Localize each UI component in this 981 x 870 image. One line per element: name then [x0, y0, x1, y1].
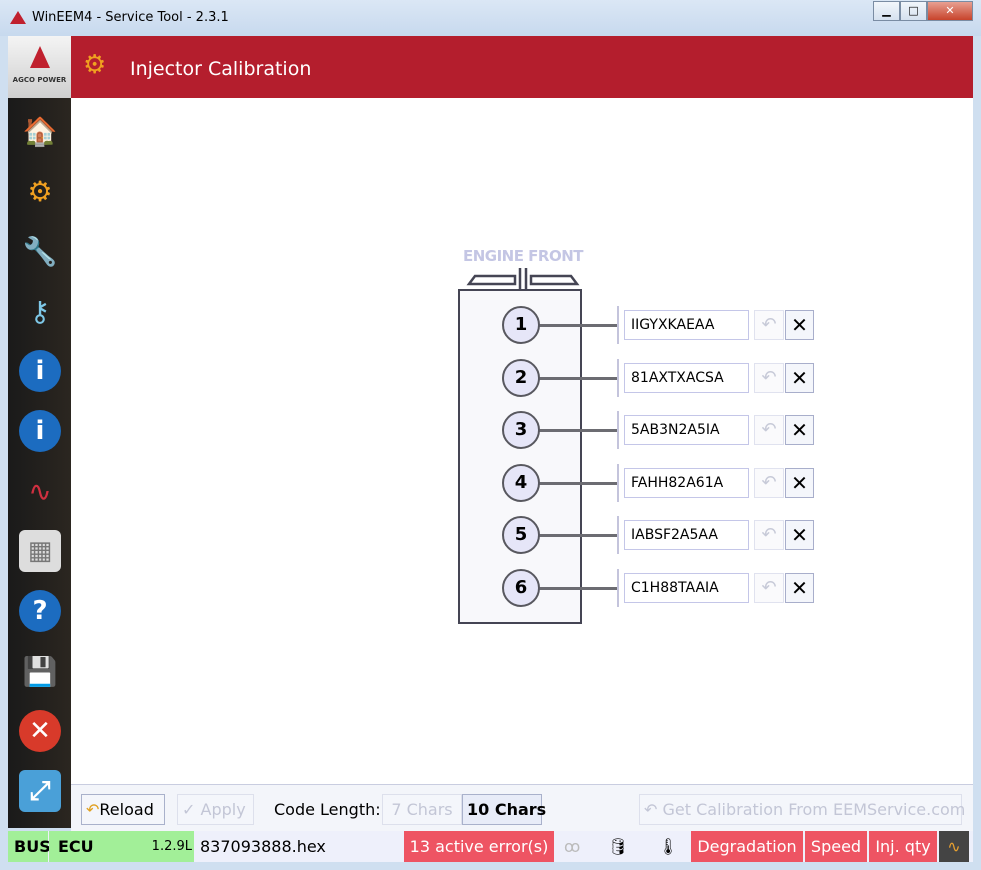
cylinder-5: 5: [502, 516, 540, 554]
degradation-indicator: Degradation: [691, 831, 803, 862]
close-button[interactable]: ✕: [927, 1, 973, 21]
tools-icon-button[interactable]: 🔧: [22, 234, 58, 268]
undo-icon[interactable]: ↶: [754, 415, 784, 445]
injector-code-input-1[interactable]: IIGYXKAEAA: [624, 310, 749, 340]
save-icon-button[interactable]: 💾: [22, 654, 58, 688]
undo-icon[interactable]: ↶: [754, 310, 784, 340]
undo-icon[interactable]: ↶: [754, 362, 784, 393]
speed-indicator: Speed: [805, 831, 867, 862]
status-bar: BUS ECU 1.2.9L 837093888.hex 13 active e…: [8, 831, 973, 862]
injector-wire: [538, 376, 618, 380]
divider: [617, 463, 619, 502]
clear-icon[interactable]: ✕: [785, 467, 814, 498]
divider: [617, 411, 619, 449]
page-title: Injector Calibration: [130, 58, 312, 80]
check-icon: ✓: [182, 800, 196, 819]
10-chars-button[interactable]: 10 Chars: [462, 794, 546, 825]
cylinder-2: 2: [502, 358, 540, 397]
divider: [617, 568, 619, 607]
memory-icon-button[interactable]: ▦: [19, 530, 61, 572]
injector-code-input-5[interactable]: IABSF2A5AA: [624, 520, 749, 550]
signal-wave-icon-button[interactable]: ∿: [28, 474, 52, 508]
reload-button[interactable]: ↶Reload: [81, 794, 165, 825]
injector-code-input-6[interactable]: C1H88TAAIA: [624, 572, 749, 603]
injector-wire: [538, 324, 618, 327]
undo-icon: ↶: [644, 800, 658, 819]
get-calibration-button[interactable]: ↶ Get Calibration From EEMService.com: [639, 794, 965, 825]
info-icon-button[interactable]: i: [19, 350, 61, 392]
undo-icon[interactable]: ↶: [754, 572, 784, 603]
maximize-button[interactable]: □: [900, 1, 927, 21]
engine-front-label: ENGINE FRONT: [462, 247, 584, 265]
undo-icon: ↶: [86, 800, 100, 819]
key-icon-button[interactable]: ⚷: [29, 294, 51, 328]
exit-icon-button[interactable]: ✕: [19, 710, 61, 752]
oscilloscope-icon[interactable]: ∿: [939, 831, 969, 862]
coolant-temp-icon: 🌡: [658, 837, 679, 856]
glow-plug-icon: ꝏ: [564, 837, 581, 856]
clear-icon[interactable]: ✕: [785, 310, 814, 340]
ecu-version: 1.2.9L: [151, 839, 192, 854]
clear-icon[interactable]: ✕: [785, 362, 814, 393]
bottom-toolbar: ↶Reload ✓ Apply Code Length: 7 Chars 10 …: [71, 784, 973, 831]
injector-code-input-4[interactable]: FAHH82A61A: [624, 467, 749, 498]
code-length-label: Code Length:: [274, 800, 381, 819]
cylinder-1: 1: [502, 306, 540, 344]
injector-code-input-3[interactable]: 5AB3N2A5IA: [624, 415, 749, 445]
clear-icon[interactable]: ✕: [785, 572, 814, 603]
home-icon-button[interactable]: 🏠: [22, 114, 58, 148]
clear-icon[interactable]: ✕: [785, 415, 814, 445]
fullscreen-icon-button[interactable]: ⤢: [19, 770, 61, 812]
cylinder-6: 6: [502, 568, 540, 607]
apply-button[interactable]: ✓ Apply: [177, 794, 254, 825]
divider: [617, 358, 619, 397]
clear-icon[interactable]: ✕: [785, 520, 814, 550]
undo-icon[interactable]: ↶: [754, 467, 784, 498]
injector-wire: [538, 429, 618, 432]
injector-wire: [538, 481, 618, 485]
undo-icon[interactable]: ↶: [754, 520, 784, 550]
bus-indicator: BUS: [8, 831, 51, 862]
injector-wire: [538, 534, 618, 537]
agco-power-logo: AGCO POWER: [8, 36, 71, 98]
divider: [617, 306, 619, 344]
cylinder-4: 4: [502, 463, 540, 502]
hex-file: 837093888.hex: [200, 837, 326, 856]
active-errors[interactable]: 13 active error(s): [404, 831, 554, 862]
info-settings-icon-button[interactable]: i: [19, 410, 61, 452]
cylinder-3: 3: [502, 411, 540, 449]
fan-icon: [466, 268, 580, 292]
oil-can-icon: 🛢: [608, 837, 629, 856]
injector-wire: [538, 586, 618, 590]
ecu-indicator: ECU: [49, 831, 194, 862]
minimize-button[interactable]: ▁: [873, 1, 900, 21]
injector-code-input-2[interactable]: 81AXTXACSA: [624, 362, 749, 393]
app-logo-icon: [10, 11, 26, 24]
divider: [617, 516, 619, 554]
gears-icon: ⚙: [83, 50, 107, 80]
page-header: ⚙ Injector Calibration: [71, 36, 973, 98]
gears-icon-button[interactable]: ⚙: [27, 174, 53, 208]
window-title: WinEEM4 - Service Tool - 2.3.1: [32, 10, 229, 25]
engine-block: [458, 289, 582, 624]
7-chars-button[interactable]: 7 Chars: [382, 794, 462, 825]
title-bar: WinEEM4 - Service Tool - 2.3.1 ▁ □ ✕: [0, 0, 981, 36]
inj-qty-indicator: Inj. qty: [869, 831, 937, 862]
help-icon-button[interactable]: ?: [19, 590, 61, 632]
